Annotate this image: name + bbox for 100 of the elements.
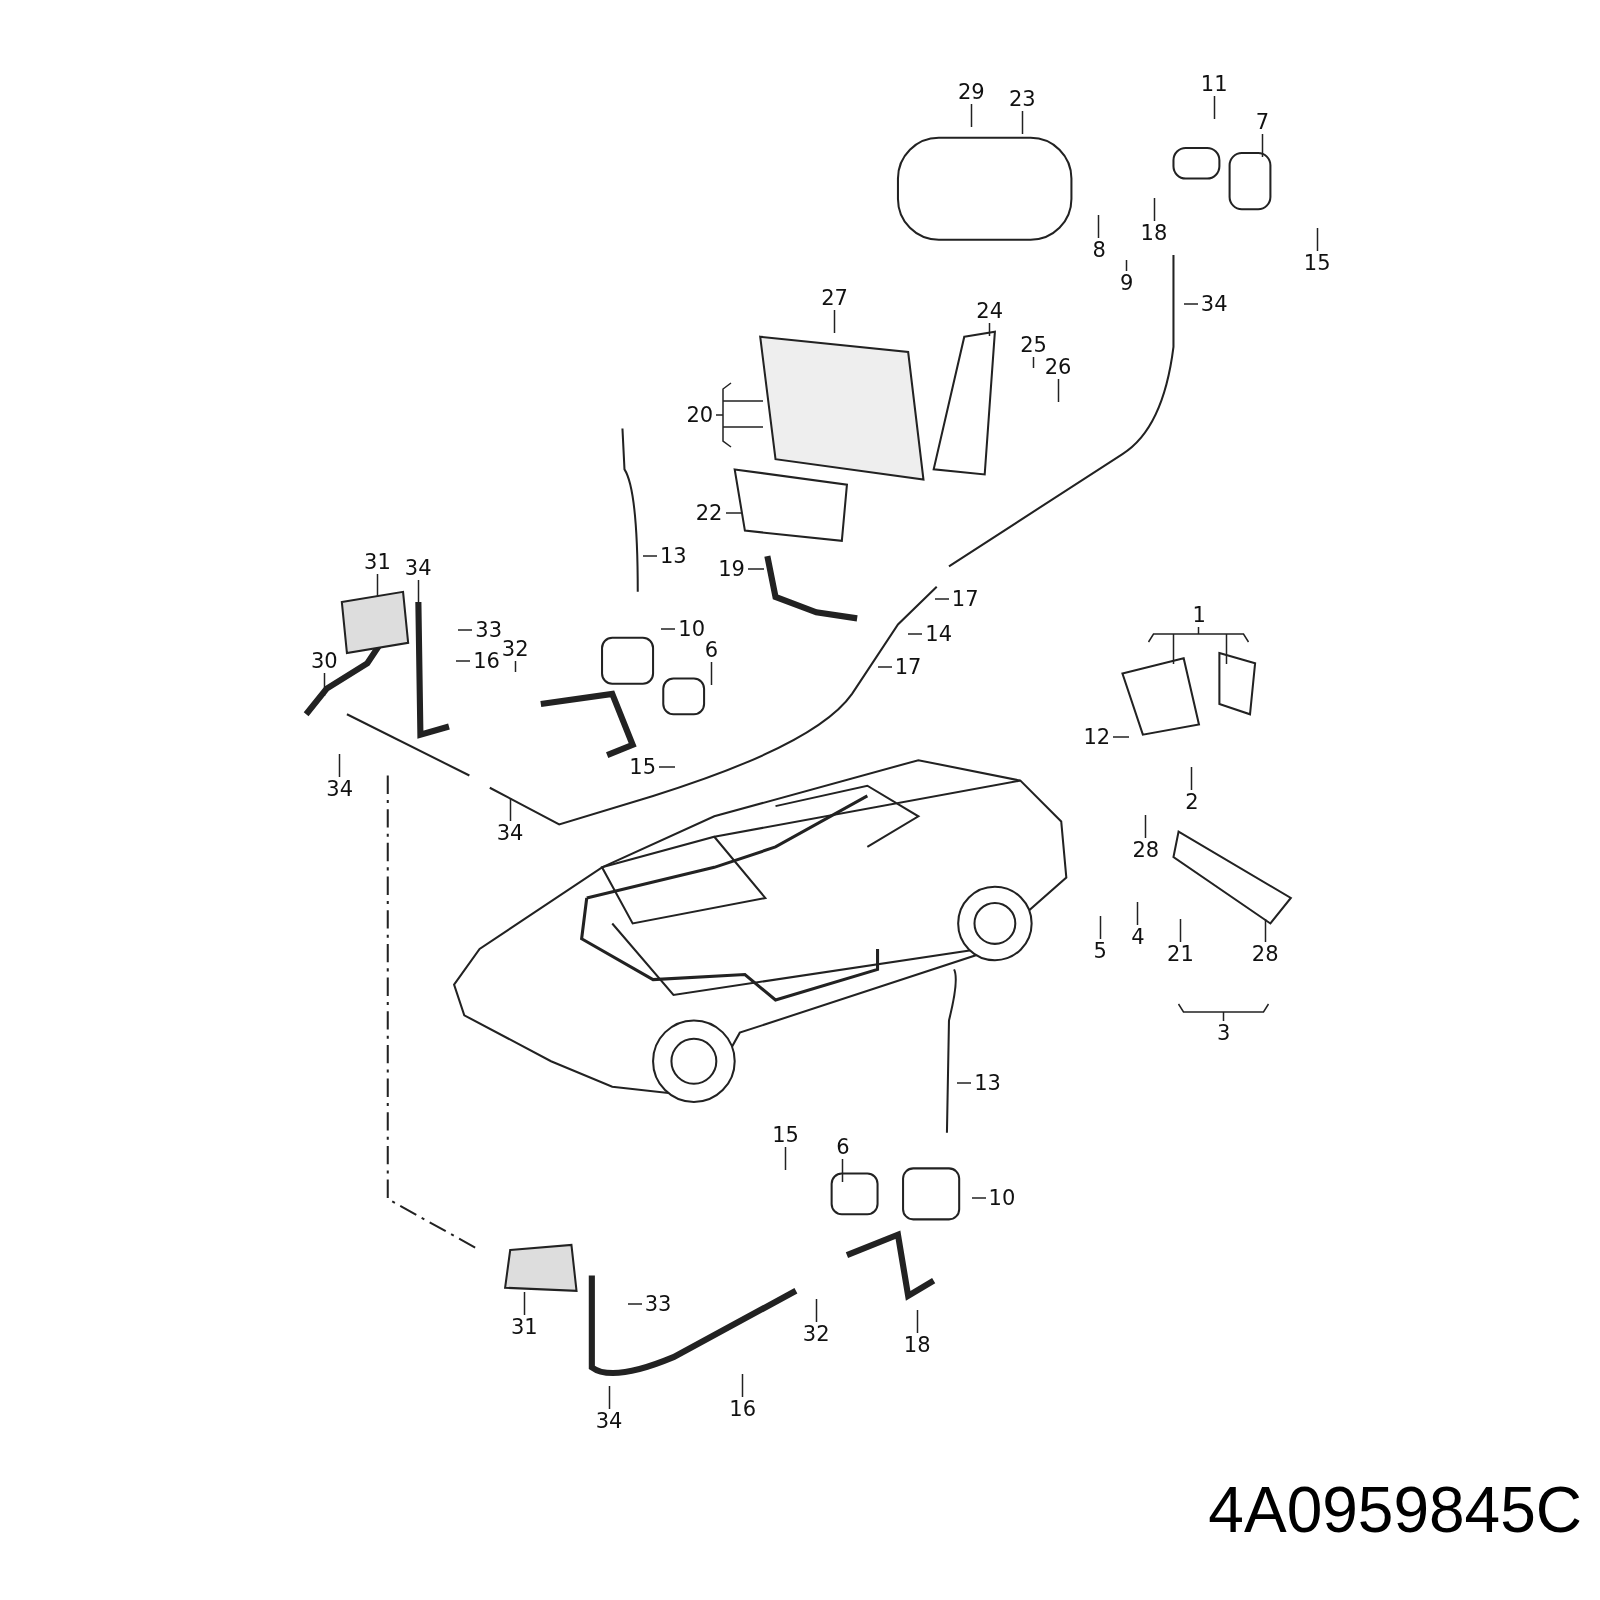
leader-line bbox=[1213, 95, 1216, 120]
callout-number: 6 bbox=[835, 1135, 851, 1158]
callout-number: 10 bbox=[677, 617, 707, 640]
callout-number: 9 bbox=[1119, 271, 1135, 294]
callout-number: 33 bbox=[474, 618, 503, 641]
callout-number: 34 bbox=[1199, 293, 1229, 316]
callout-number: 19 bbox=[717, 558, 746, 581]
leader-line bbox=[1261, 133, 1264, 158]
callout-number: 23 bbox=[1007, 87, 1037, 110]
leader-line bbox=[1097, 214, 1100, 239]
callout-number: 33 bbox=[643, 1293, 673, 1316]
leader-line bbox=[376, 573, 379, 598]
leader-line bbox=[509, 797, 512, 822]
leader-line bbox=[907, 633, 923, 635]
callout-number: 22 bbox=[694, 502, 724, 525]
leader-line bbox=[457, 629, 473, 631]
part-number: 4A0959845C bbox=[1208, 1475, 1582, 1545]
callout-number: 24 bbox=[975, 300, 1004, 323]
leader-line bbox=[1316, 227, 1319, 252]
leader-line bbox=[1032, 356, 1035, 369]
leader-line bbox=[642, 555, 658, 557]
leader-line bbox=[523, 1291, 526, 1316]
callout-number: 31 bbox=[510, 1315, 539, 1338]
callout-number: 34 bbox=[594, 1410, 624, 1433]
leader-line bbox=[1144, 814, 1147, 839]
leader-line bbox=[1057, 378, 1060, 403]
callout-number: 6 bbox=[703, 639, 720, 661]
leader-line bbox=[1190, 766, 1193, 791]
leader-line bbox=[1136, 901, 1139, 926]
callout-number: 34 bbox=[495, 821, 525, 844]
callout-number: 10 bbox=[987, 1186, 1017, 1209]
callout-number: 29 bbox=[956, 80, 986, 103]
callout-number: 15 bbox=[771, 1123, 800, 1146]
leader-line bbox=[916, 1309, 919, 1334]
callout-number: 12 bbox=[1082, 725, 1112, 748]
leader-line bbox=[741, 1373, 744, 1398]
callout-number: 16 bbox=[728, 1398, 758, 1421]
callout-number: 17 bbox=[950, 587, 980, 610]
leader-line bbox=[934, 598, 950, 600]
leader-line bbox=[658, 766, 676, 768]
leader-line bbox=[323, 672, 326, 697]
leader-line bbox=[710, 661, 713, 686]
callout-number: 18 bbox=[1139, 221, 1169, 244]
leader-line bbox=[1125, 259, 1128, 272]
leader-line bbox=[660, 628, 676, 630]
callout-number: 4 bbox=[1130, 925, 1146, 948]
leader-line bbox=[715, 382, 764, 448]
leader-line bbox=[1179, 918, 1182, 943]
leader-line bbox=[417, 579, 420, 604]
callout-number: 34 bbox=[325, 777, 354, 800]
leader-line bbox=[1021, 110, 1024, 135]
leader-line bbox=[1153, 197, 1156, 222]
callout-number: 25 bbox=[1019, 333, 1048, 356]
leader-line bbox=[608, 1385, 611, 1410]
leader-line bbox=[514, 660, 517, 673]
callout-number: 16 bbox=[472, 650, 501, 673]
leader-line bbox=[877, 666, 893, 668]
callout-number: 15 bbox=[1302, 252, 1332, 275]
leader-line bbox=[1112, 736, 1130, 738]
callout-number: 13 bbox=[973, 1071, 1002, 1094]
leader-line bbox=[747, 568, 765, 570]
callout-number: 31 bbox=[363, 551, 392, 574]
leader-line bbox=[841, 1158, 844, 1183]
callout-number: 1 bbox=[1191, 604, 1207, 627]
callout-number: 8 bbox=[1091, 239, 1107, 261]
leader-line bbox=[338, 753, 341, 778]
callout-number: 15 bbox=[628, 756, 658, 779]
callout-number: 32 bbox=[500, 637, 530, 660]
callout-number: 32 bbox=[801, 1322, 831, 1345]
callout-number: 11 bbox=[1199, 72, 1229, 95]
leader-line bbox=[833, 309, 836, 334]
leader-line bbox=[1147, 626, 1250, 665]
leader-line bbox=[815, 1298, 818, 1323]
callout-number: 14 bbox=[924, 622, 953, 645]
leader-line bbox=[956, 1082, 972, 1084]
leader-line bbox=[784, 1146, 787, 1171]
callout-number: 17 bbox=[893, 656, 923, 679]
callout-number: 13 bbox=[658, 545, 688, 568]
callout-number: 3 bbox=[1215, 1021, 1232, 1044]
callout-number: 20 bbox=[685, 404, 715, 427]
callout-number: 7 bbox=[1254, 111, 1271, 134]
leader-line bbox=[455, 660, 471, 662]
leader-line bbox=[725, 512, 743, 514]
callout-number: 28 bbox=[1131, 839, 1161, 861]
callout-number: 21 bbox=[1166, 943, 1195, 966]
callout-number: 26 bbox=[1043, 356, 1073, 379]
callout-number: 2 bbox=[1184, 791, 1200, 814]
callout-number: 27 bbox=[820, 286, 849, 309]
callout-number: 18 bbox=[902, 1333, 932, 1356]
leader-line bbox=[627, 1303, 643, 1305]
leader-line bbox=[1177, 1003, 1270, 1022]
leader-line bbox=[1183, 303, 1199, 305]
callout-number: 34 bbox=[403, 557, 433, 580]
callout-number: 28 bbox=[1250, 943, 1280, 966]
leader-line bbox=[1264, 918, 1267, 943]
callout-number: 30 bbox=[310, 650, 339, 673]
leader-line bbox=[971, 1197, 987, 1199]
callout-number: 5 bbox=[1092, 940, 1108, 962]
leader-line bbox=[970, 103, 973, 128]
leader-line bbox=[1099, 915, 1102, 940]
